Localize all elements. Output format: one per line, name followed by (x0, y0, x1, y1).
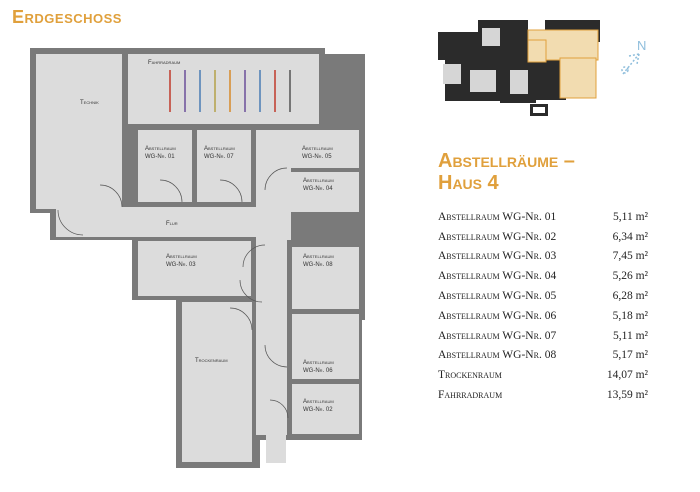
area-value: 5,18 m² (612, 309, 648, 322)
label-abstell-07: Abstellraum (204, 146, 235, 152)
room-flur (56, 207, 291, 237)
area-value: 6,34 m² (612, 230, 648, 243)
area-name: Abstellraum WG-Nr. 01 (438, 210, 557, 223)
room-wg01 (138, 130, 192, 202)
label-trockenraum: Trockenraum (195, 358, 228, 364)
label-wg06: WG-Nr. 06 (303, 368, 333, 374)
area-value: 5,26 m² (612, 270, 648, 283)
area-name: Abstellraum WG-Nr. 06 (438, 309, 557, 322)
label-wg05: WG-Nr. 05 (302, 154, 332, 160)
heading-line1: Abstellräume – (438, 150, 575, 172)
heading-line2: Haus 4 (438, 172, 499, 194)
label-abstell-02: Abstellraum (303, 399, 334, 405)
label-abstell-06: Abstellraum (303, 360, 334, 366)
area-value: 7,45 m² (612, 250, 648, 263)
room-fahrradraum (128, 54, 319, 124)
area-name: Trockenraum (438, 369, 502, 382)
area-row: Abstellraum WG-Nr. 04 5,26 m² (438, 266, 648, 286)
area-row: Abstellraum WG-Nr. 01 5,11 m² (438, 207, 648, 227)
plan-rooms (36, 54, 359, 463)
area-value: 5,11 m² (613, 210, 648, 223)
area-name: Abstellraum WG-Nr. 03 (438, 250, 557, 263)
label-wg02: WG-Nr. 02 (303, 407, 333, 413)
area-name: Abstellraum WG-Nr. 08 (438, 349, 557, 362)
label-wg07: WG-Nr. 07 (204, 154, 234, 160)
label-abstell-03: Abstellraum (166, 254, 197, 260)
label-flur: Flur (166, 221, 178, 227)
room-wg06 (292, 314, 359, 379)
area-row: Abstellraum WG-Nr. 07 5,11 m² (438, 326, 648, 346)
room-wg08 (292, 247, 359, 309)
room-wg04 (291, 172, 359, 212)
label-technik: Technik (80, 100, 99, 106)
compass-icon: N (621, 38, 646, 75)
area-row: Fahrradraum 13,59 m² (438, 385, 648, 405)
label-abstell-01: Abstellraum (145, 146, 176, 152)
room-wg05 (256, 130, 359, 168)
area-row: Abstellraum WG-Nr. 06 5,18 m² (438, 306, 648, 326)
room-technik (36, 54, 122, 209)
area-value: 6,28 m² (612, 290, 648, 303)
area-name: Abstellraum WG-Nr. 05 (438, 290, 557, 303)
room-trockenraum (182, 302, 252, 462)
label-wg08: WG-Nr. 08 (303, 262, 333, 268)
area-value: 13,59 m² (606, 389, 648, 402)
area-row: Abstellraum WG-Nr. 03 7,45 m² (438, 247, 648, 267)
bike-racks (169, 70, 291, 112)
section-heading: Abstellräume – Haus 4 (438, 150, 688, 194)
area-name: Abstellraum WG-Nr. 07 (438, 329, 557, 342)
label-abstell-04: Abstellraum (303, 178, 334, 184)
area-table: Abstellraum WG-Nr. 01 5,11 m² Abstellraum… (438, 207, 648, 405)
label-abstell-08: Abstellraum (303, 254, 334, 260)
room-wg02 (292, 384, 359, 434)
floor-title: Erdgeschoss (12, 7, 122, 27)
label-wg04: WG-Nr. 04 (303, 186, 333, 192)
room-wg03 (138, 241, 251, 296)
compass-label: N (637, 38, 646, 53)
area-row: Trockenraum 14,07 m² (438, 365, 648, 385)
area-row: Abstellraum WG-Nr. 05 6,28 m² (438, 286, 648, 306)
key-plan (430, 18, 600, 120)
area-row: Abstellraum WG-Nr. 08 5,17 m² (438, 346, 648, 366)
area-value: 5,17 m² (612, 349, 648, 362)
door-swings (57, 167, 289, 419)
label-wg01: WG-Nr. 01 (145, 154, 175, 160)
area-name: Fahrradraum (438, 389, 503, 402)
label-abstell-05: Abstellraum (302, 146, 333, 152)
area-value: 14,07 m² (606, 369, 648, 382)
area-value: 5,11 m² (613, 329, 648, 342)
label-wg03: WG-Nr. 03 (166, 262, 196, 268)
area-name: Abstellraum WG-Nr. 04 (438, 270, 557, 283)
area-row: Abstellraum WG-Nr. 02 6,34 m² (438, 227, 648, 247)
area-name: Abstellraum WG-Nr. 02 (438, 230, 557, 243)
room-wg07 (197, 130, 251, 202)
label-fahrradraum: Fahrradraum (148, 60, 180, 66)
